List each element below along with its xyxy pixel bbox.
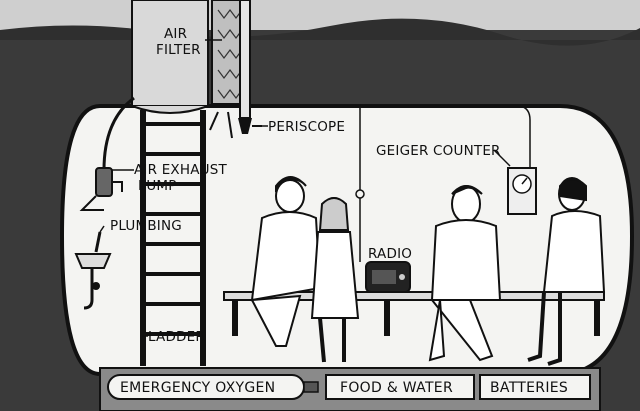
ground-surface [0, 0, 640, 30]
exhaust-pump-icon [79, 167, 123, 211]
airflow-arrow [209, 111, 219, 131]
bench-leg [594, 300, 600, 336]
bench [223, 291, 605, 301]
bench-leg [232, 300, 238, 336]
girl-figure [310, 197, 360, 363]
food-water-label: FOOD & WATER [340, 380, 453, 396]
antenna-insulator [355, 189, 365, 199]
emergency-oxygen-label: EMERGENCY OXYGEN [120, 380, 275, 396]
woman-figure [250, 176, 322, 347]
food-water-box [325, 374, 475, 400]
ladder-rung [146, 332, 200, 336]
ladder-rung [146, 242, 200, 246]
radio-icon [365, 261, 411, 293]
geiger-counter-icon [507, 167, 537, 215]
air-exhaust-label-line1: AIR EXHAUST [134, 162, 228, 178]
ladder-rung [146, 302, 200, 306]
ladder-rung [146, 152, 200, 156]
ladder-icon [140, 110, 206, 366]
plumbing-label: PLUMBING [110, 218, 182, 234]
oxygen-tank-icon [107, 374, 319, 400]
geiger-wire [252, 105, 531, 170]
ladder-label: LADDER [148, 329, 205, 345]
air-exhaust-label-line2: PUMP [138, 178, 177, 194]
air-shaft [131, 0, 209, 107]
air-shaft-mouth [131, 105, 209, 114]
air-filter-label-line1: AIR [164, 26, 187, 42]
ladder-rung [146, 272, 200, 276]
boy-figure [527, 177, 606, 366]
periscope-icon [238, 0, 262, 134]
ladder-rung [146, 212, 200, 216]
airflow-arrow-2 [227, 111, 233, 139]
periscope-label: PERISCOPE [268, 119, 345, 135]
man-figure [428, 185, 502, 362]
radio-label: RADIO [368, 246, 412, 262]
sink-icon [74, 231, 112, 310]
exhaust-pipe [102, 96, 135, 171]
batteries-label: BATTERIES [490, 380, 568, 396]
bench-leg [384, 300, 390, 336]
leader-lines [99, 39, 511, 337]
ladder-rung [146, 122, 200, 126]
geiger-counter-label: GEIGER COUNTER [376, 143, 501, 159]
ladder-rung [146, 182, 200, 186]
air-filter-label-line2: FILTER [156, 42, 201, 58]
batteries-box [479, 374, 591, 400]
